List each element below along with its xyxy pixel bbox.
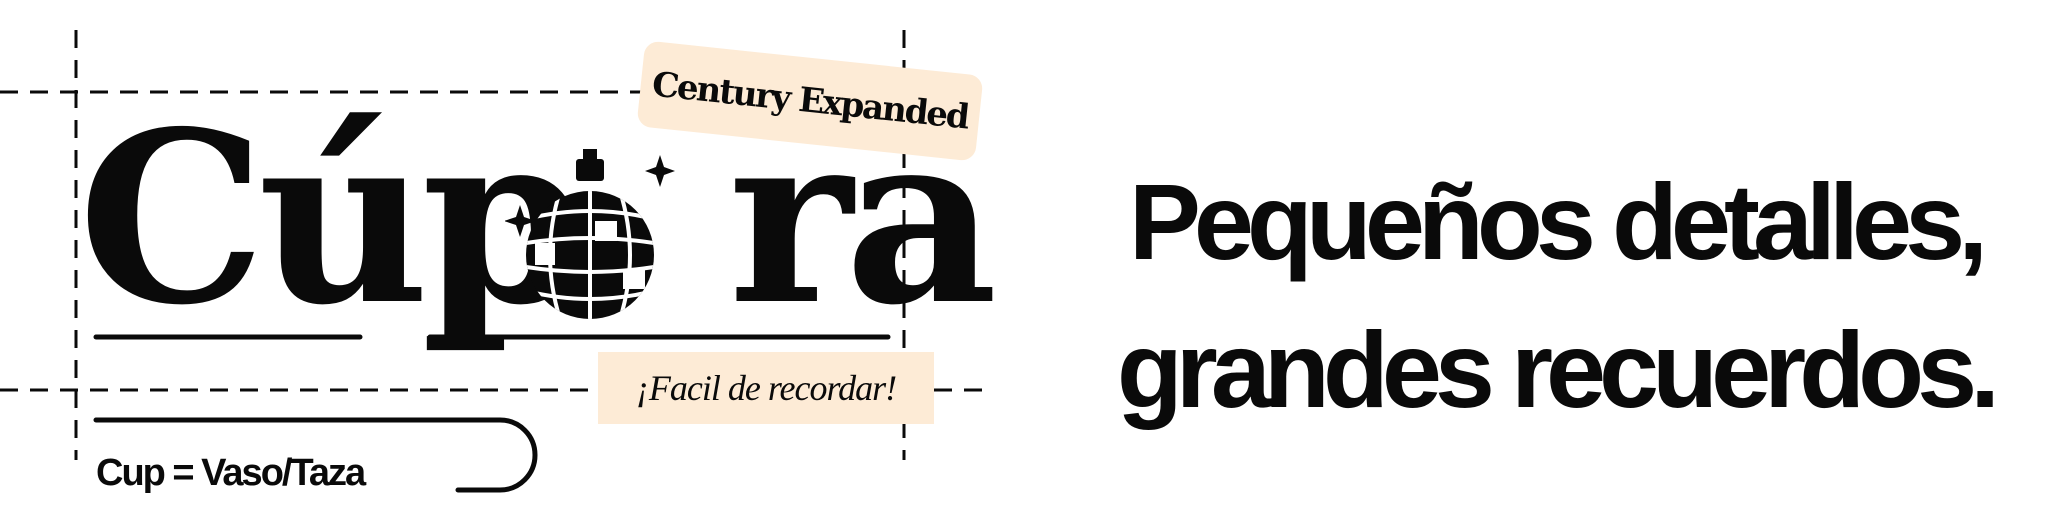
tagline-line-2: grandes recuerdos.	[1116, 309, 2000, 430]
sparkle-icon	[645, 155, 675, 187]
definition-text: Cup = Vaso/Taza	[96, 452, 366, 494]
underline-hook	[93, 417, 538, 493]
tagline-line-1: Pequeños detalles,	[1128, 161, 1988, 282]
disco-ball-icon	[505, 149, 675, 319]
slogan-tag: ¡Facil de recordar!	[598, 352, 934, 424]
tagline: Pequeños detalles, grandes recuerdos.	[1090, 148, 2020, 444]
sparkle-icon	[505, 205, 536, 237]
hanger-cap	[583, 149, 597, 161]
hanger-mount	[576, 159, 604, 181]
wordmark-left: Cúp	[78, 79, 586, 357]
